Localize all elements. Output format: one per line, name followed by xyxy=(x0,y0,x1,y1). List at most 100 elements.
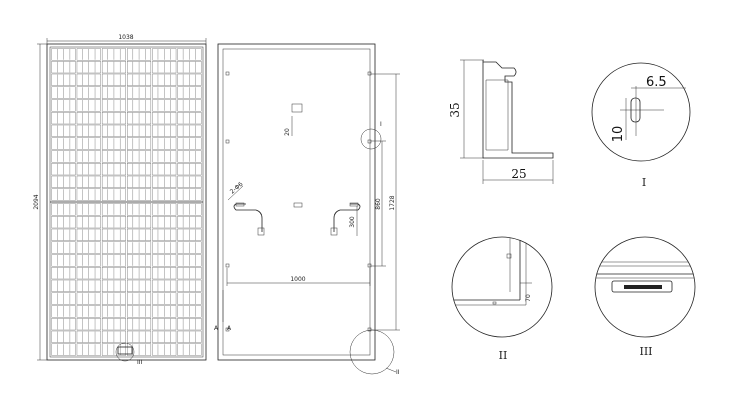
detail-i: 6.5 10 I xyxy=(591,62,691,189)
solar-cell xyxy=(76,292,101,305)
solar-cell xyxy=(177,228,202,241)
solar-cell xyxy=(127,254,152,267)
solar-cell xyxy=(177,241,202,254)
solar-cell xyxy=(101,137,126,150)
solar-cell xyxy=(51,203,76,216)
solar-cell xyxy=(152,86,177,99)
frame-profile: 35 25 xyxy=(448,59,554,184)
solar-cell xyxy=(152,254,177,267)
solar-cell xyxy=(127,279,152,292)
solar-cell xyxy=(51,254,76,267)
detail-ii-marker xyxy=(349,329,395,375)
solar-cell xyxy=(76,279,101,292)
solar-cell xyxy=(127,241,152,254)
solar-cell xyxy=(51,150,76,163)
solar-cell xyxy=(76,73,101,86)
solar-cell xyxy=(51,175,76,188)
detail-ii: 70 II xyxy=(451,236,553,362)
solar-cell xyxy=(177,188,202,201)
solar-cell xyxy=(177,163,202,176)
solar-cell xyxy=(101,267,126,280)
solar-cell xyxy=(127,216,152,229)
solar-cell xyxy=(152,203,177,216)
detail-ii-circle xyxy=(451,236,553,338)
solar-cell xyxy=(152,73,177,86)
profile-height-label: 35 xyxy=(448,102,462,117)
detail-iii-caption: III xyxy=(639,345,652,358)
solar-cell xyxy=(76,86,101,99)
solar-cell xyxy=(76,203,101,216)
detail-i-caption: I xyxy=(642,176,646,189)
solar-cell xyxy=(76,150,101,163)
solar-cell xyxy=(127,112,152,125)
solar-cell xyxy=(177,318,202,331)
drain-label: 20 xyxy=(284,128,291,136)
solar-cell xyxy=(51,137,76,150)
hole-leader xyxy=(227,185,244,201)
solar-cell xyxy=(177,292,202,305)
solar-cell xyxy=(152,216,177,229)
solar-cell xyxy=(51,228,76,241)
solar-cell xyxy=(177,279,202,292)
solar-cell xyxy=(51,163,76,176)
solar-cell xyxy=(177,112,202,125)
solar-cell xyxy=(101,48,126,61)
solar-cell xyxy=(51,61,76,74)
solar-cell xyxy=(76,99,101,112)
solar-cell xyxy=(177,48,202,61)
solar-cell xyxy=(177,305,202,318)
solar-cell xyxy=(127,99,152,112)
solar-cell xyxy=(101,188,126,201)
solar-cell xyxy=(152,150,177,163)
solar-cell xyxy=(101,228,126,241)
solar-cell xyxy=(177,203,202,216)
detail-ii-mark: II xyxy=(396,369,400,376)
solar-cell xyxy=(101,175,126,188)
connector-left xyxy=(257,227,265,236)
solar-cell xyxy=(51,48,76,61)
solar-cell xyxy=(101,150,126,163)
solar-cell xyxy=(177,124,202,137)
solar-cell xyxy=(51,188,76,201)
solar-cell xyxy=(127,267,152,280)
solar-cell xyxy=(152,343,177,356)
cell-grid xyxy=(51,48,202,356)
solar-cell xyxy=(76,254,101,267)
solar-cell xyxy=(76,124,101,137)
detail-iii-junction-box xyxy=(611,280,673,293)
solar-cell xyxy=(152,279,177,292)
solar-cell xyxy=(127,305,152,318)
solar-cell xyxy=(177,150,202,163)
solar-cell xyxy=(152,188,177,201)
back-frame-inner xyxy=(222,48,371,356)
solar-cell xyxy=(101,279,126,292)
solar-cell xyxy=(127,175,152,188)
solar-cell xyxy=(51,330,76,343)
solar-cell xyxy=(127,150,152,163)
solar-cell xyxy=(101,292,126,305)
detail-ii-drain xyxy=(492,301,497,305)
solar-cell xyxy=(101,216,126,229)
solar-cell xyxy=(76,216,101,229)
solar-cell xyxy=(177,330,202,343)
solar-cell xyxy=(51,241,76,254)
solar-cell xyxy=(152,61,177,74)
solar-cell xyxy=(51,279,76,292)
solar-cell xyxy=(152,163,177,176)
solar-cell xyxy=(76,318,101,331)
solar-cell xyxy=(152,175,177,188)
solar-cell xyxy=(51,99,76,112)
back-view: 20 2-Φ6 300 1000 860 1728 I xyxy=(214,43,400,376)
solar-cell xyxy=(127,48,152,61)
solar-cell xyxy=(152,48,177,61)
solar-cell xyxy=(101,241,126,254)
solar-cell xyxy=(152,124,177,137)
solar-cell xyxy=(76,267,101,280)
solar-cell xyxy=(177,216,202,229)
solar-cell xyxy=(101,124,126,137)
front-frame-outer xyxy=(46,43,207,361)
solar-cell xyxy=(152,318,177,331)
solar-cell xyxy=(76,175,101,188)
solar-cell xyxy=(177,86,202,99)
